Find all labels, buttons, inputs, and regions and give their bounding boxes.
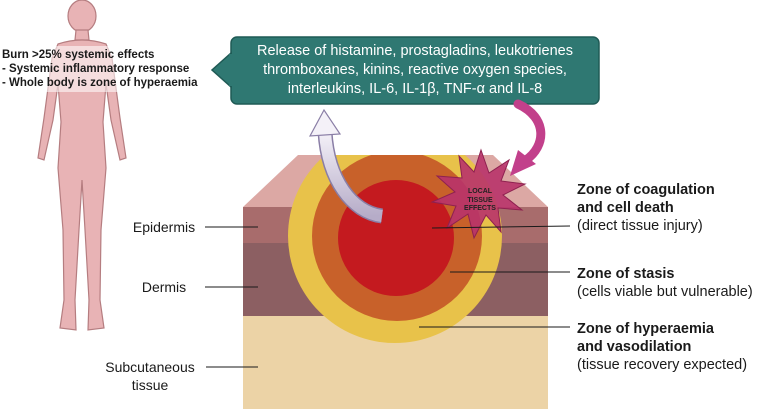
zone-stasis-label: Zone of stasis (cells viable but vulnera… bbox=[577, 265, 753, 301]
dermis-label: Dermis bbox=[141, 279, 187, 295]
local-effects-star bbox=[430, 148, 527, 240]
zone-coagulation-title-2: and cell death bbox=[577, 200, 674, 216]
zone-stasis-desc: (cells viable but vulnerable) bbox=[577, 284, 753, 300]
zone-coagulation-desc: (direct tissue injury) bbox=[577, 218, 703, 234]
mediators-line-1: Release of histamine, prostagladins, leu… bbox=[257, 43, 573, 59]
systemic-line-2: - Systemic inflammatory response bbox=[2, 63, 190, 75]
systemic-text-backing bbox=[0, 46, 208, 92]
epidermis-label: Epidermis bbox=[132, 219, 196, 235]
subcutaneous-label: Subcutaneous tissue bbox=[96, 358, 204, 394]
zone-hyperaemia-label: Zone of hyperaemia and vasodilation (tis… bbox=[577, 320, 747, 374]
mediators-callout-box bbox=[210, 36, 600, 105]
mediators-text: Release of histamine, prostagladins, leu… bbox=[233, 38, 597, 103]
layer-leader-lines bbox=[205, 226, 258, 368]
human-body-figure bbox=[37, 0, 127, 331]
downward-arrow bbox=[510, 99, 546, 176]
systemic-line-1: Burn >25% systemic effects bbox=[2, 49, 155, 61]
mediators-line-3: interleukins, IL-6, IL-1β, TNF-α and IL-… bbox=[287, 81, 543, 97]
upward-arrow bbox=[308, 108, 384, 224]
zone-hyperaemia-title-2: and vasodilation bbox=[577, 339, 692, 355]
local-effects-label: LOCAL TISSUE EFFECTS bbox=[449, 188, 511, 214]
local-effects-line-1: LOCAL bbox=[467, 188, 493, 195]
subcutaneous-line-1: Subcutaneous bbox=[105, 359, 195, 375]
zone-coagulation-label: Zone of coagulation and cell death (dire… bbox=[577, 181, 715, 235]
subcutaneous-line-2: tissue bbox=[131, 377, 169, 393]
zone-coagulation-title-1: Zone of coagulation bbox=[577, 182, 715, 198]
burn-zones bbox=[288, 155, 502, 343]
zone-leader-lines bbox=[419, 225, 571, 328]
local-effects-line-3: EFFECTS bbox=[464, 205, 496, 212]
zone-hyperaemia-title-1: Zone of hyperaemia bbox=[577, 321, 714, 337]
local-effects-line-2: TISSUE bbox=[467, 196, 493, 204]
systemic-line-3: - Whole body is zone of hyperaemia bbox=[2, 77, 198, 89]
zone-stasis-title: Zone of stasis bbox=[577, 266, 675, 282]
systemic-effects-text: Burn >25% systemic effects - Systemic in… bbox=[2, 48, 198, 90]
zone-hyperaemia-desc: (tissue recovery expected) bbox=[577, 357, 748, 373]
mediators-line-2: thromboxanes, kinins, reactive oxygen sp… bbox=[263, 62, 567, 78]
